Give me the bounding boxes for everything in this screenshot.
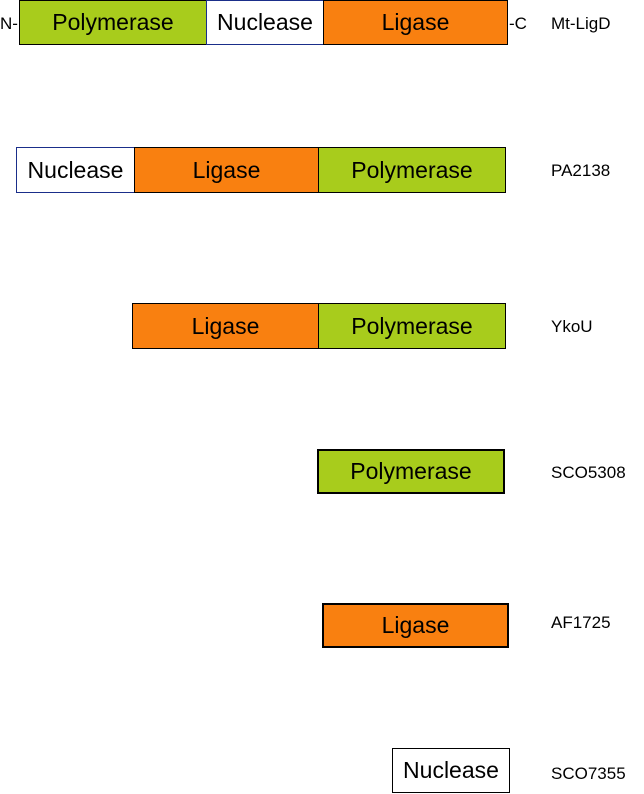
n-terminus-label: N- [0,14,18,33]
protein-row-sco5308: Polymerase SCO5308 [0,449,644,495]
domain-label: Nuclease [403,757,499,783]
domain-label: Ligase [381,612,450,638]
domain-label: Polymerase [350,458,472,484]
polymerase-domain: Polymerase [19,0,207,45]
polymerase-domain: Polymerase [318,303,506,349]
ligase-domain: Ligase [134,147,319,193]
domain-label: Ligase [381,9,450,35]
protein-name: PA2138 [551,161,611,180]
protein-row-ykou: Ligase Polymerase YkoU [0,303,644,349]
protein-name: SCO7355 [551,764,626,783]
polymerase-domain: Polymerase [317,449,505,494]
nuclease-domain: Nuclease [392,748,510,793]
ligase-domain: Ligase [323,0,508,45]
domain-label: Polymerase [351,156,473,183]
domain-label: Nuclease [27,156,124,183]
protein-name: YkoU [551,317,593,336]
protein-name: AF1725 [551,613,611,632]
protein-name: SCO5308 [551,463,626,482]
ligase-domain: Ligase [322,603,509,648]
domain-label: Polymerase [351,312,473,339]
polymerase-domain: Polymerase [318,147,506,193]
protein-row-af1725: Ligase AF1725 [0,603,644,649]
c-terminus-label: -C [509,14,527,33]
protein-name: Mt-LigD [551,14,611,33]
domain-label: Ligase [192,156,261,183]
nuclease-domain: Nuclease [206,0,324,45]
protein-row-sco7355: Nuclease SCO7355 [0,748,644,794]
domain-label: Nuclease [217,9,313,35]
protein-row-pa2138: Nuclease Ligase Polymerase PA2138 [0,147,644,193]
domain-label: Ligase [191,312,260,339]
ligase-domain: Ligase [132,303,319,349]
nuclease-domain: Nuclease [16,147,135,193]
domain-label: Polymerase [52,9,174,35]
protein-row-mt-ligd: N- Polymerase Nuclease Ligase -C Mt-LigD [0,0,644,46]
